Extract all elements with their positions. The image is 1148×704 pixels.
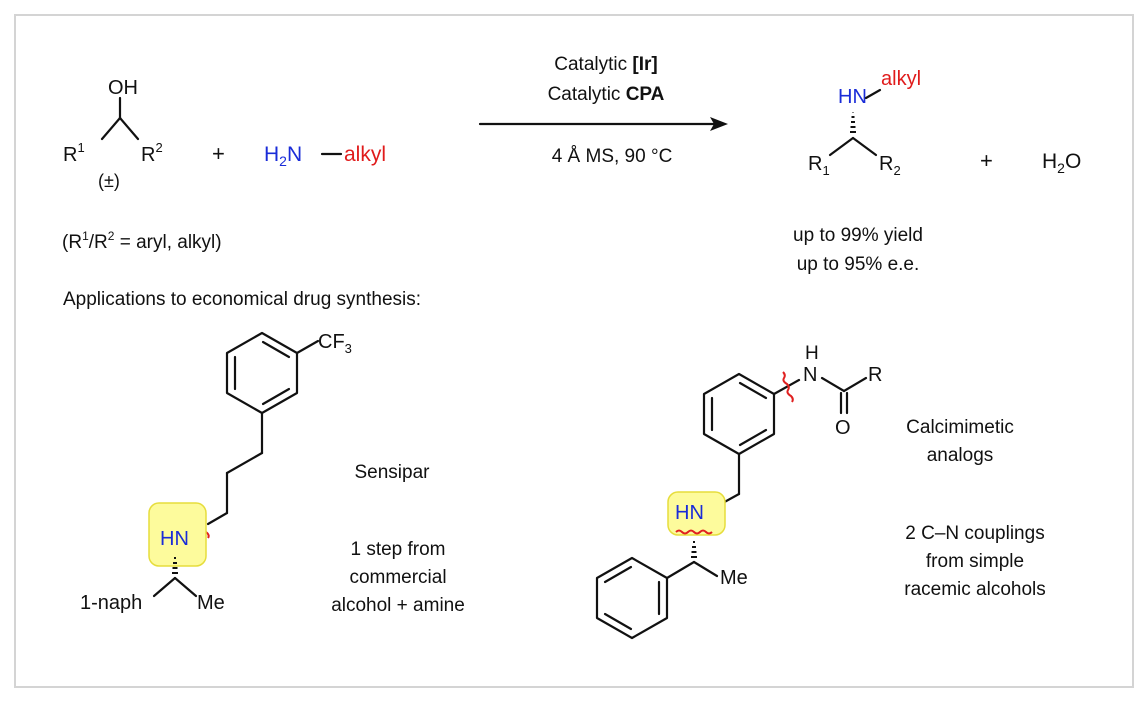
calcimimetic-name: Calcimimetic bbox=[906, 417, 1014, 438]
bond bbox=[173, 576, 198, 598]
bond bbox=[665, 560, 696, 580]
calcimimetic-hn: HN bbox=[675, 502, 704, 524]
bond-cleavage-marker bbox=[675, 529, 713, 535]
amine-h2n: H2N bbox=[264, 143, 302, 169]
figure-frame bbox=[14, 14, 1134, 688]
bond bbox=[152, 576, 177, 598]
substrate-r2: R2 bbox=[141, 140, 163, 166]
carbonyl-o: O bbox=[835, 417, 851, 439]
bond bbox=[261, 387, 291, 406]
substrate-structure: OH R1 R2 (±) bbox=[63, 77, 163, 191]
amine-highlight bbox=[667, 491, 726, 536]
bond bbox=[100, 116, 122, 141]
bond bbox=[864, 88, 882, 100]
calcimimetic-structure: H N R O HN Me bbox=[595, 343, 882, 640]
bond bbox=[842, 376, 868, 393]
bond bbox=[118, 116, 140, 141]
bond bbox=[295, 339, 320, 355]
water: H2O bbox=[1042, 150, 1081, 176]
bond-cleavage-marker bbox=[782, 371, 794, 403]
calcimimetic-methyl: Me bbox=[720, 567, 748, 589]
reaction-arrow-head bbox=[710, 117, 728, 131]
condition-temperature: 4 Å MS, 90 °C bbox=[552, 146, 673, 167]
bond bbox=[261, 340, 291, 359]
product-structure: HN alkyl R1 R2 bbox=[808, 68, 921, 178]
bond bbox=[692, 560, 719, 578]
calcimimetic-note-line: from simple bbox=[926, 551, 1024, 572]
amide-r: R bbox=[868, 364, 882, 386]
sensipar-methyl: Me bbox=[197, 592, 225, 614]
bond bbox=[206, 511, 229, 526]
amide-h: H bbox=[805, 343, 819, 364]
sensipar-note-line: commercial bbox=[349, 567, 446, 588]
substituent-scope: (R1/R2 = aryl, alkyl) bbox=[62, 229, 222, 253]
amine-highlight bbox=[148, 502, 207, 567]
sensipar-note-line: alcohol + amine bbox=[331, 595, 465, 616]
bond bbox=[851, 136, 878, 157]
plus-sign: + bbox=[980, 148, 993, 173]
product-r1: R1 bbox=[808, 153, 830, 178]
hashed-wedge-bond bbox=[691, 541, 697, 558]
amide-n: N bbox=[803, 364, 817, 386]
amine-alkyl: alkyl bbox=[344, 143, 386, 166]
sensipar-cf3: CF3 bbox=[318, 331, 352, 356]
yield-text: up to 99% yield bbox=[793, 225, 923, 246]
sensipar-name: Sensipar bbox=[355, 462, 431, 483]
benzene-ring bbox=[595, 556, 669, 640]
bond bbox=[603, 612, 633, 631]
sensipar-note-line: 1 step from bbox=[350, 539, 445, 560]
bond bbox=[738, 381, 768, 400]
bond bbox=[225, 451, 264, 475]
substrate-oh: OH bbox=[108, 77, 138, 99]
calcimimetic-note-line: 2 C–N couplings bbox=[905, 523, 1044, 544]
benzene-ring bbox=[225, 331, 299, 415]
sensipar-hn: HN bbox=[160, 528, 189, 550]
substrate-r1: R1 bbox=[63, 140, 85, 166]
hashed-wedge-bond bbox=[172, 557, 178, 574]
calcimimetic-note-line: racemic alcohols bbox=[904, 579, 1046, 600]
ee-text: up to 95% e.e. bbox=[797, 254, 920, 275]
product-hn: HN bbox=[838, 86, 867, 108]
calcimimetic-name: analogs bbox=[927, 445, 994, 466]
reaction-conditions: Catalytic [Ir] Catalytic CPA 4 Å MS, 90 … bbox=[478, 54, 728, 167]
sensipar-structure: CF3 HN 1-naph Me bbox=[80, 331, 352, 614]
amine-reagent: H2N alkyl bbox=[264, 143, 386, 169]
bond bbox=[738, 428, 768, 447]
bond bbox=[603, 565, 633, 584]
hashed-wedge-bond bbox=[850, 112, 856, 133]
applications-heading: Applications to economical drug synthesi… bbox=[63, 289, 421, 310]
product-r2: R2 bbox=[879, 153, 901, 178]
sensipar-naphthyl: 1-naph bbox=[80, 592, 142, 614]
bond bbox=[772, 378, 801, 396]
bond bbox=[828, 136, 855, 157]
racemic-label: (±) bbox=[98, 171, 120, 191]
benzene-ring bbox=[702, 372, 776, 456]
condition-cpa: Catalytic CPA bbox=[548, 84, 665, 105]
plus-sign: + bbox=[212, 141, 225, 166]
bond bbox=[820, 376, 846, 393]
product-alkyl: alkyl bbox=[881, 68, 921, 90]
condition-iridium: Catalytic [Ir] bbox=[554, 54, 657, 75]
